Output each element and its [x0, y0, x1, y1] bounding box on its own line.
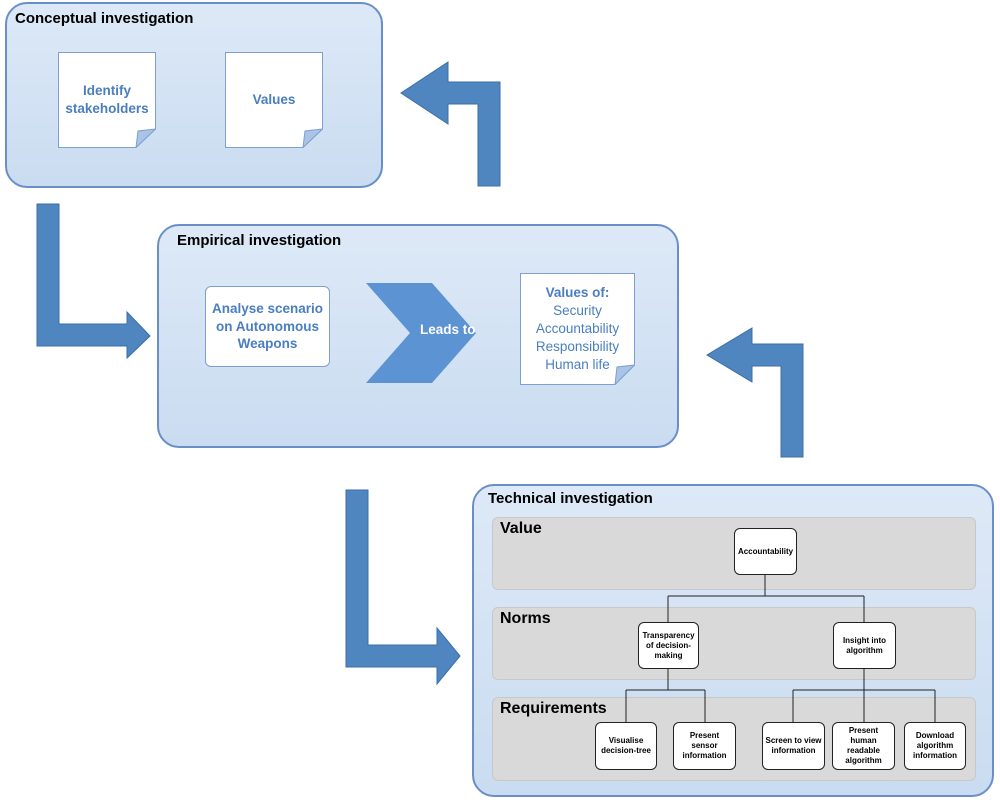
- scenario-line-3: Weapons: [237, 336, 298, 352]
- leads-to-chevron: [366, 283, 476, 383]
- values-note: Values: [225, 52, 323, 148]
- node-insight: Insight into algorithm: [833, 622, 896, 669]
- values-of-heading: Values of:: [545, 285, 610, 301]
- requirements-band-label: Requirements: [500, 700, 607, 717]
- value-item-responsibility: Responsibility: [535, 338, 620, 354]
- values-note-label: Values: [252, 92, 296, 108]
- node-download: Download algorithm information: [904, 722, 966, 770]
- stakeholders-note: Identify stakeholders: [58, 52, 156, 148]
- stakeholders-line-2: stakeholders: [65, 101, 149, 116]
- technical-title: Technical investigation: [488, 490, 653, 507]
- value-item-accountability: Accountability: [535, 321, 620, 337]
- node-sensor: Present sensor information: [673, 722, 736, 770]
- scenario-line-1: Analyse scenario: [211, 301, 324, 317]
- values-of-note: Values of: Security Accountability Respo…: [520, 273, 635, 385]
- node-transparency: Transparency of decision-making: [638, 622, 699, 669]
- value-item-human-life: Human life: [545, 356, 610, 372]
- node-human-readable: Present human readable algorithm: [832, 722, 895, 770]
- stakeholders-line-1: Identify: [82, 83, 131, 99]
- note-shape: [225, 52, 323, 148]
- arrow-conceptual-to-empirical: [36, 203, 151, 360]
- norms-band-label: Norms: [500, 610, 551, 627]
- arrow-empirical-to-technical: [345, 489, 461, 686]
- note-shape: [58, 52, 156, 148]
- scenario-box: Analyse scenario on Autonomous Weapons: [205, 286, 330, 367]
- node-accountability: Accountability: [734, 528, 797, 575]
- node-visualise: Visualise decision-tree: [595, 722, 657, 770]
- scenario-line-2: on Autonomous: [216, 318, 319, 334]
- value-band-label: Value: [500, 520, 542, 537]
- value-item-security: Security: [553, 303, 602, 319]
- conceptual-title: Conceptual investigation: [15, 10, 194, 27]
- node-screen: Screen to view information: [762, 722, 825, 770]
- empirical-title: Empirical investigation: [177, 232, 342, 249]
- arrow-return-to-conceptual: [400, 61, 501, 187]
- note-shape: [520, 273, 635, 385]
- arrow-return-to-empirical: [706, 327, 804, 458]
- leads-to-label: Leads to: [420, 322, 476, 337]
